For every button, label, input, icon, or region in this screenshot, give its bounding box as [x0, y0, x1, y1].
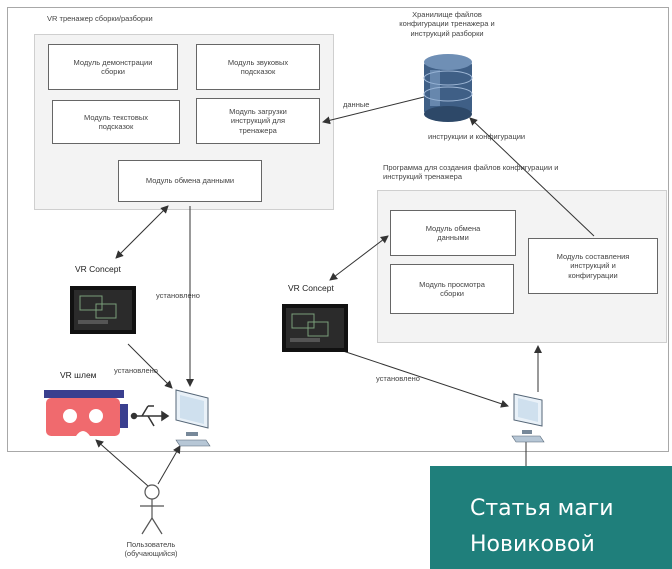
vr-concept-left-label: VR Concept	[75, 264, 121, 274]
edge-label-instructions: инструкции и конфигурации	[428, 132, 526, 141]
vr-helmet-label: VR шлем	[60, 370, 97, 380]
edge-label-installed-3: установлено	[376, 374, 420, 383]
badge-line-1: Статья маги	[470, 496, 614, 521]
edge-label-installed-2: установлено	[114, 366, 158, 375]
article-badge: Статья маги Новиковой	[430, 466, 672, 569]
program-title: Программа для создания файлов конфигурац…	[383, 163, 559, 182]
module-exchange: Модуль обмена данными	[118, 160, 262, 202]
user-label: Пользователь(обучающийся)	[124, 540, 178, 559]
edge-label-installed-1: установлено	[156, 291, 200, 300]
badge-line-2: Новиковой	[470, 532, 595, 557]
user-figure-icon	[140, 484, 164, 535]
vr-concept-right-label: VR Concept	[288, 283, 334, 293]
trainer-title: VR тренажер сборки/разборки	[47, 14, 153, 23]
edge-label-data: данные	[343, 100, 370, 109]
